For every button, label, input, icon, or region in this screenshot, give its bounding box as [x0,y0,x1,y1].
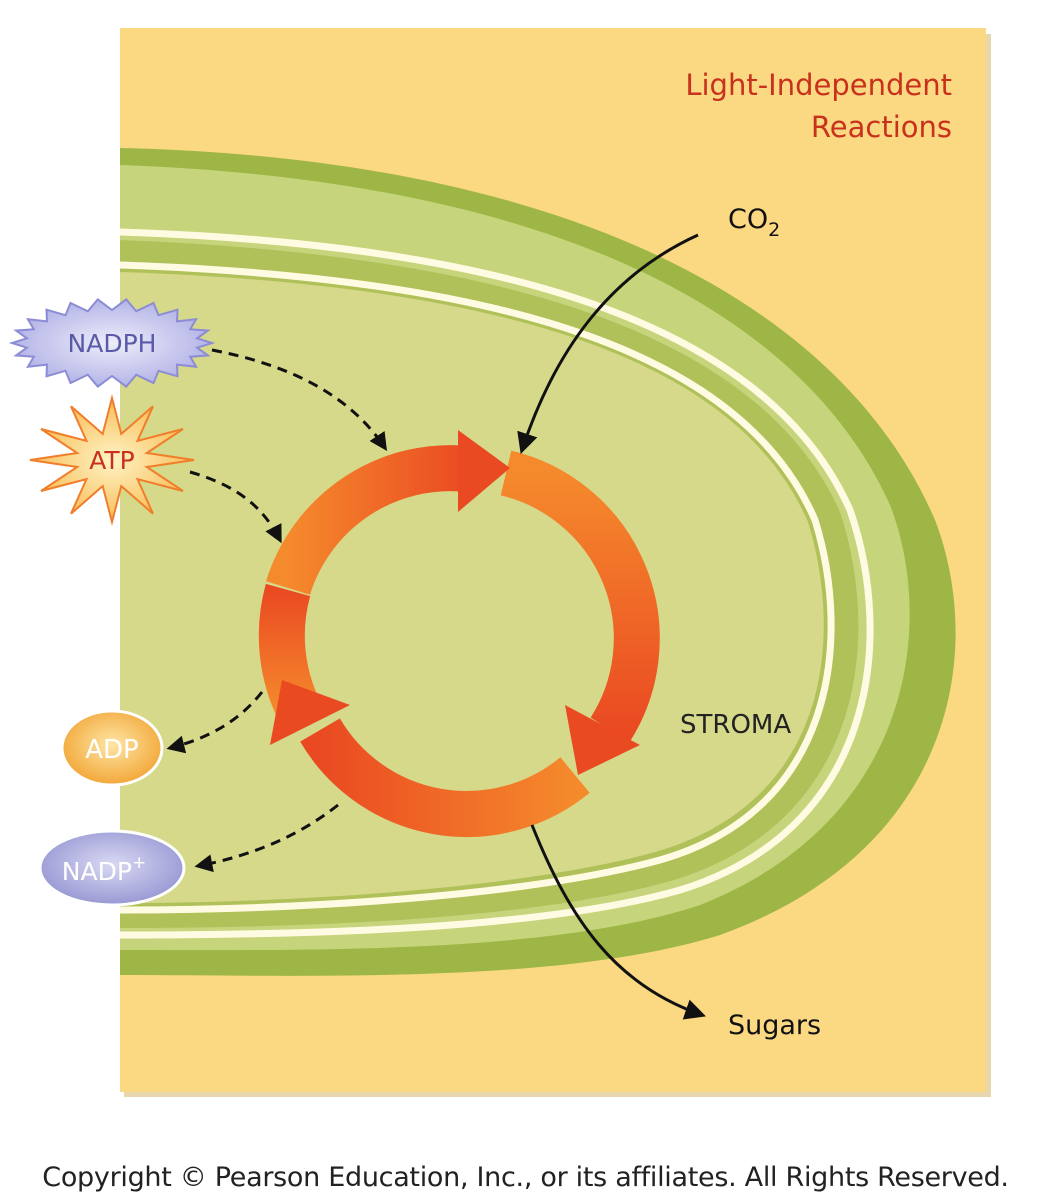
intermembrane-line [119,228,874,939]
nadp-plus-molecule: NADP+ [38,829,186,907]
copyright-notice: Copyright © Pearson Education, Inc., or … [42,1162,1009,1193]
atp-star-shape [29,394,195,526]
nadp-plus-shape [38,829,186,907]
cycle-arrowhead-top [458,430,510,512]
nadp-arrow [194,803,339,873]
title-line-1: Light-Independent [685,68,952,102]
atp-label: ATP [89,446,135,475]
adp-label: ADP [85,735,139,765]
cycle-arrowhead-left [270,680,350,745]
nadph-arrow [211,348,387,452]
panel-shadow-bottom [124,1092,991,1097]
atp-molecule: ATP [29,394,195,526]
co2-label: CO2 [728,204,780,241]
stroma-region [120,272,824,903]
cycle-arc-top [266,445,471,596]
nadph-burst-shape [8,298,216,388]
adp-arrow [166,691,264,754]
cycle-arc-bottom [300,717,590,837]
title-line-2: Reactions [811,110,952,144]
adp-molecule: ADP [60,709,164,787]
stroma-label: STROMA [680,710,791,740]
panel-shadow [986,34,991,1096]
co2-arrow [517,233,699,454]
adp-shape [60,709,164,787]
cycle-arc-right [500,450,660,743]
sugars-label: Sugars [728,1010,821,1041]
nadp-plus-label: NADP+ [62,853,146,886]
cycle-arrowhead-right [565,705,640,775]
nadph-label: NADPH [68,329,157,358]
atp-arrow [189,470,282,544]
sugars-arrow [530,824,706,1020]
nadph-molecule: NADPH [8,298,216,388]
inner-membrane-line [119,261,835,914]
